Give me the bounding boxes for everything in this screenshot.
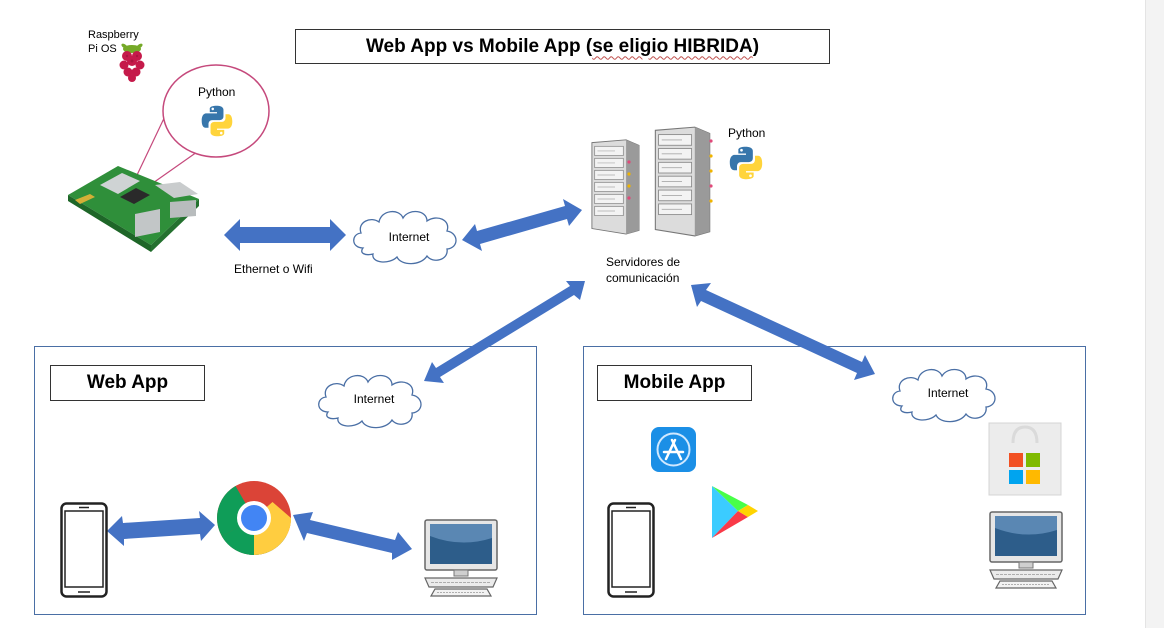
cloud-top-label: Internet bbox=[388, 230, 430, 244]
web-app-label: Web App bbox=[50, 365, 205, 401]
arrow-servers-webcloud bbox=[424, 281, 585, 383]
mobile-app-label: Mobile App bbox=[597, 365, 752, 401]
app-store-icon bbox=[651, 427, 696, 472]
servers-label-line1: Servidores de bbox=[606, 255, 681, 269]
servers-label-line2: comunicación bbox=[606, 271, 680, 285]
title-suffix: ) bbox=[752, 35, 760, 57]
python-label-server: Python bbox=[728, 126, 766, 140]
arrow-internet-servers bbox=[462, 199, 582, 251]
arrow-chrome-desktop bbox=[293, 512, 412, 560]
raspberry-os-line1: Raspberry bbox=[88, 29, 139, 41]
cloud-web-label: Internet bbox=[353, 392, 395, 406]
link-label: Ethernet o Wifi bbox=[234, 262, 313, 276]
smartphone-icon bbox=[60, 502, 108, 598]
python-label-pi: Python bbox=[198, 85, 236, 99]
raspberry-pi-logo bbox=[119, 43, 145, 82]
server-rack-icon bbox=[654, 126, 711, 237]
google-play-icon bbox=[712, 486, 758, 538]
desktop-computer-icon bbox=[989, 511, 1063, 589]
title-underlined: se eligio HIBRIDA bbox=[592, 35, 753, 57]
raspberry-os-line2: Pi OS bbox=[88, 43, 117, 55]
web-app-section bbox=[34, 346, 537, 615]
title-prefix: Web App vs Mobile App ( bbox=[365, 35, 593, 57]
mobile-app-section bbox=[583, 346, 1086, 615]
server-rack-icon bbox=[591, 139, 640, 235]
python-icon bbox=[729, 146, 763, 180]
desktop-computer-icon bbox=[424, 519, 498, 597]
arrows bbox=[107, 199, 875, 560]
chrome-icon bbox=[217, 481, 291, 555]
raspberry-pi-board-icon bbox=[68, 166, 199, 252]
arrow-phone-chrome bbox=[107, 511, 215, 546]
diagram-title: Web App vs Mobile App (se eligio HIBRIDA… bbox=[295, 29, 830, 64]
server-leds bbox=[627, 139, 713, 203]
microsoft-store-icon bbox=[988, 422, 1062, 496]
cloud-mobile-label: Internet bbox=[927, 386, 969, 400]
page-gutter bbox=[1145, 0, 1164, 628]
smartphone-icon bbox=[607, 502, 655, 598]
arrow-servers-mobilecloud bbox=[691, 283, 875, 380]
arrow-pi-internet bbox=[224, 219, 346, 251]
